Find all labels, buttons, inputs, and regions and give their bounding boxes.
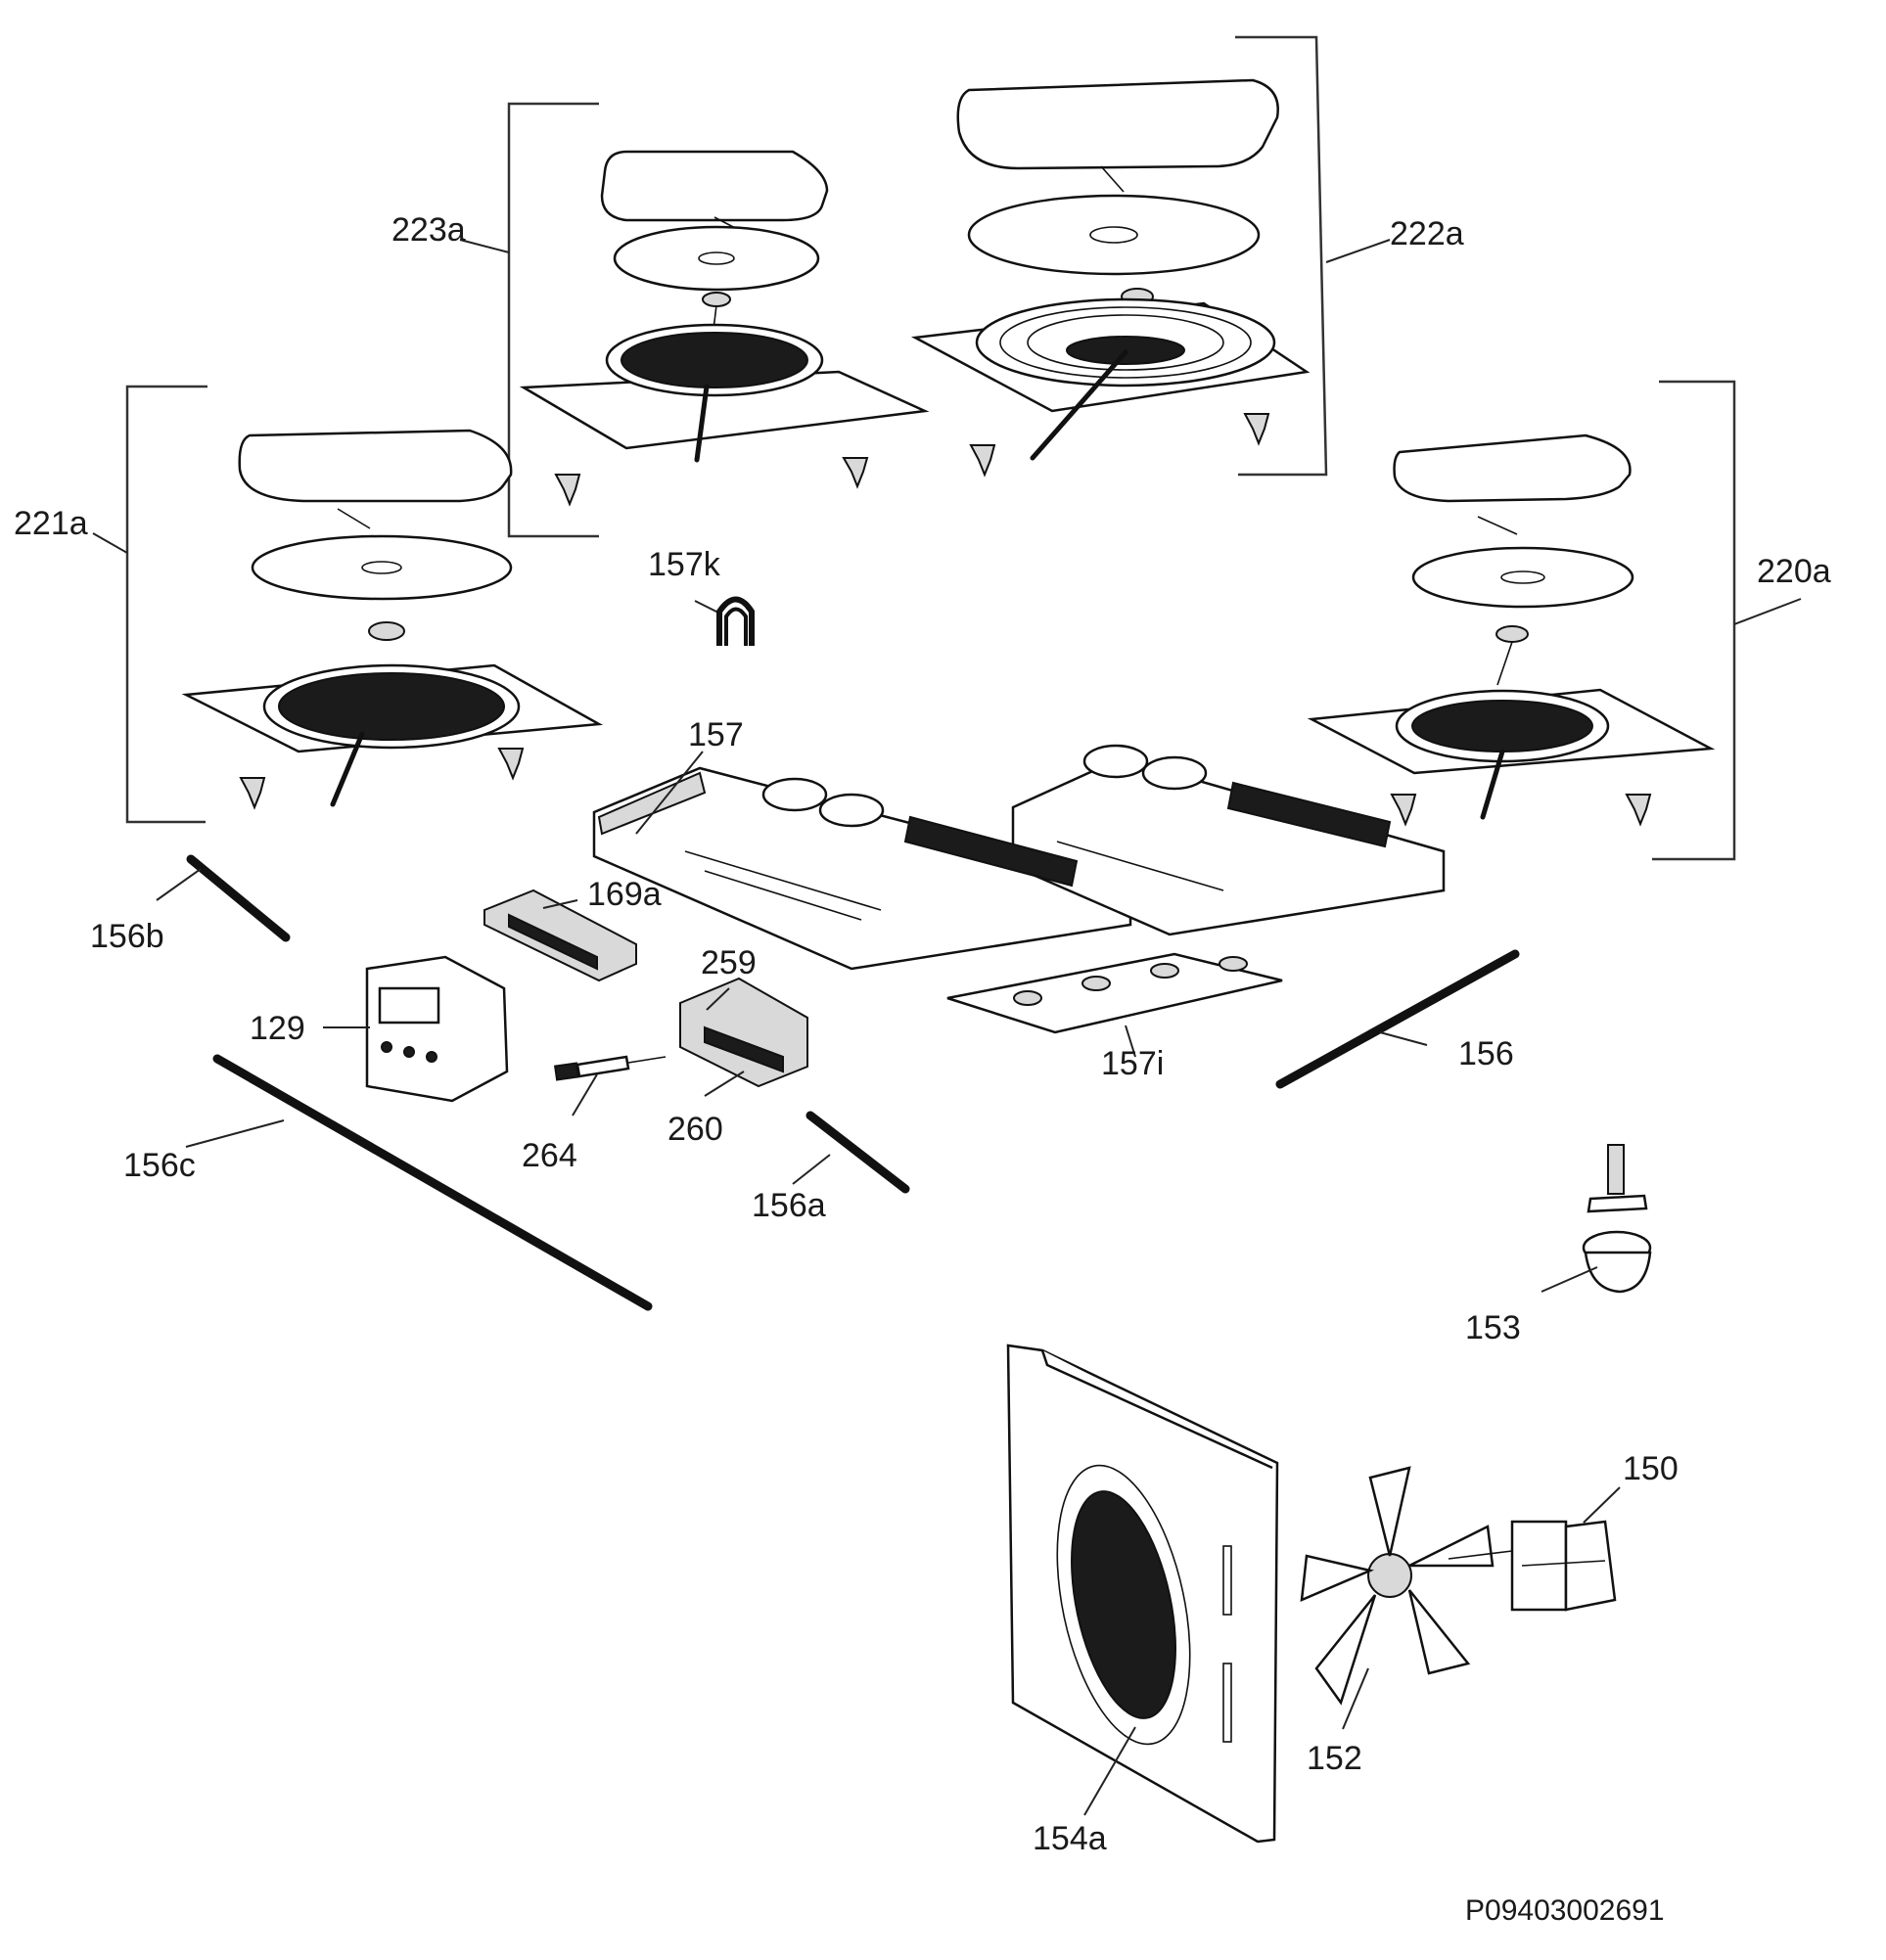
- part-156b-rod: [186, 854, 291, 942]
- label-260: 260: [667, 1111, 723, 1148]
- label-264: 264: [522, 1137, 577, 1174]
- part-150-fan-motor: [1448, 1520, 1617, 1612]
- hob-zone-222a-assembly: [910, 35, 1328, 478]
- label-150: 150: [1623, 1450, 1679, 1487]
- leader-lines: [92, 239, 1802, 1816]
- part-152-fan-blade: [1300, 1466, 1495, 1706]
- label-156a: 156a: [752, 1187, 826, 1224]
- part-156a-rod: [805, 1111, 910, 1194]
- label-156b: 156b: [90, 918, 164, 955]
- part-156-rod: [1275, 949, 1520, 1089]
- part-129-timer-module: [365, 955, 509, 1103]
- label-156: 156: [1458, 1035, 1514, 1072]
- drawing-code: P09403002691: [1465, 1894, 1665, 1927]
- hob-zone-223a-assembly: [507, 102, 930, 538]
- part-264-probe: [554, 1055, 667, 1081]
- label-221a: 221a: [14, 505, 88, 542]
- label-129: 129: [250, 1010, 305, 1047]
- hob-zone-221a-assembly: [125, 385, 604, 824]
- part-157i-control-board: [946, 952, 1283, 1034]
- part-156c-rod: [212, 1054, 653, 1311]
- part-154a-back-panel: [1006, 1344, 1279, 1844]
- label-152: 152: [1307, 1740, 1362, 1777]
- label-220a: 220a: [1757, 553, 1831, 590]
- part-157-power-board: [592, 744, 1446, 971]
- label-156c: 156c: [123, 1147, 196, 1184]
- label-157: 157: [688, 716, 744, 753]
- label-157i: 157i: [1101, 1045, 1164, 1082]
- part-259-260-connector-block: [679, 977, 808, 1088]
- label-154a: 154a: [1033, 1820, 1107, 1857]
- label-157k: 157k: [648, 546, 721, 583]
- label-169a: 169a: [587, 876, 662, 913]
- hob-zone-220a-assembly: [1307, 380, 1736, 861]
- label-259: 259: [701, 944, 757, 981]
- part-169a-terminal-block: [483, 889, 637, 982]
- label-223a: 223a: [391, 211, 466, 249]
- part-157k-clip: [694, 596, 755, 646]
- label-153: 153: [1465, 1309, 1521, 1346]
- part-153-lamp-assembly: [1582, 1144, 1652, 1294]
- label-222a: 222a: [1390, 215, 1464, 252]
